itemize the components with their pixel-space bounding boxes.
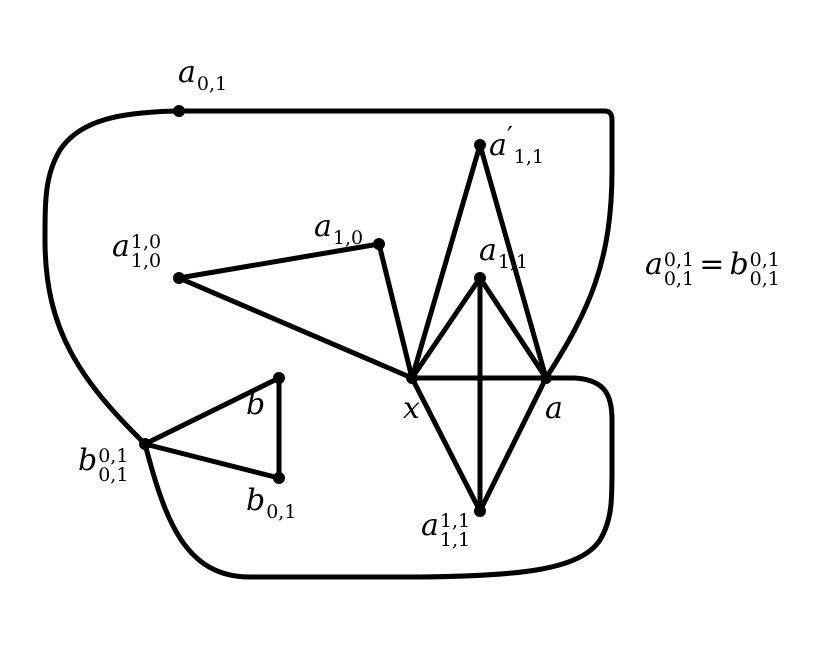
label-a11: a1,1 [479, 236, 528, 272]
edge-b01_01-b01 [142, 441, 282, 481]
equation-equals: = [699, 247, 725, 282]
equation-lhs-superscript: 0,1 [663, 249, 695, 272]
edge-a11-a [477, 275, 549, 381]
label-subscript: 1,0 [130, 249, 162, 272]
label-base: a [178, 55, 196, 90]
equation-lhs-subscript: 0,1 [663, 267, 695, 290]
label-subscript: 1,0 [332, 227, 364, 249]
label-base: b [246, 483, 266, 518]
outer-curve-bottom [142, 375, 615, 580]
label-base: a [545, 391, 563, 426]
label-x: x [403, 394, 420, 424]
label-base: x [403, 391, 420, 426]
label-base: a [314, 209, 332, 244]
label-a: a [545, 394, 563, 424]
node-a11 [474, 272, 486, 284]
edge-b01_01-b [142, 375, 282, 447]
label-a11-prime: a′1,1 [489, 124, 544, 167]
label-base: b [78, 443, 98, 478]
label-superscript: 1,0 [130, 231, 162, 254]
equation-lhs-base: a [645, 247, 663, 282]
label-subscript: 0,1 [196, 73, 228, 95]
node-b [273, 372, 285, 384]
label-base: a [489, 128, 507, 163]
edge-x-a11_11 [409, 375, 483, 514]
node-x [406, 372, 418, 384]
edge-x-a11prime [409, 142, 483, 381]
label-subscript: 1,1 [513, 146, 545, 168]
edge-a10_10-a10 [176, 241, 382, 281]
label-b: b [246, 390, 265, 420]
node-a11prime [474, 139, 486, 151]
node-b01_01 [139, 438, 151, 450]
equation-rhs-subscript: 0,1 [749, 267, 780, 290]
label-b01: b0,1 [246, 486, 296, 522]
node-a10 [373, 238, 385, 250]
edge-x-a11 [409, 275, 483, 381]
outer-curve-top [176, 108, 615, 381]
label-subscript: 0,1 [98, 463, 129, 486]
label-subscript: 1,1 [439, 528, 471, 551]
label-superscript: 0,1 [98, 445, 129, 468]
edge-a-a11_11 [477, 375, 549, 514]
edge-a10_10-x [176, 275, 415, 381]
equation-rhs-superscript: 0,1 [749, 249, 780, 272]
label-base: b [246, 387, 266, 422]
node-a01 [173, 105, 185, 117]
label-superscript: 1,1 [439, 510, 471, 533]
label-base: a [112, 229, 130, 264]
node-b01 [273, 472, 285, 484]
label-prime: ′ [506, 122, 513, 152]
node-a11_11 [474, 505, 486, 517]
node-a [540, 372, 552, 384]
edge-a11prime-a [477, 142, 549, 381]
equation-rhs-base: b [729, 247, 749, 282]
node-a10_10 [173, 272, 185, 284]
label-subscript: 1,1 [497, 251, 529, 273]
edge-a10-x [376, 241, 415, 381]
label-a01: a0,1 [178, 58, 227, 94]
outer-curve-left [42, 108, 182, 447]
label-base: a [479, 233, 497, 268]
label-a10: a1,0 [314, 212, 363, 248]
label-subscript: 0,1 [266, 501, 297, 523]
label-base: a [421, 508, 439, 543]
